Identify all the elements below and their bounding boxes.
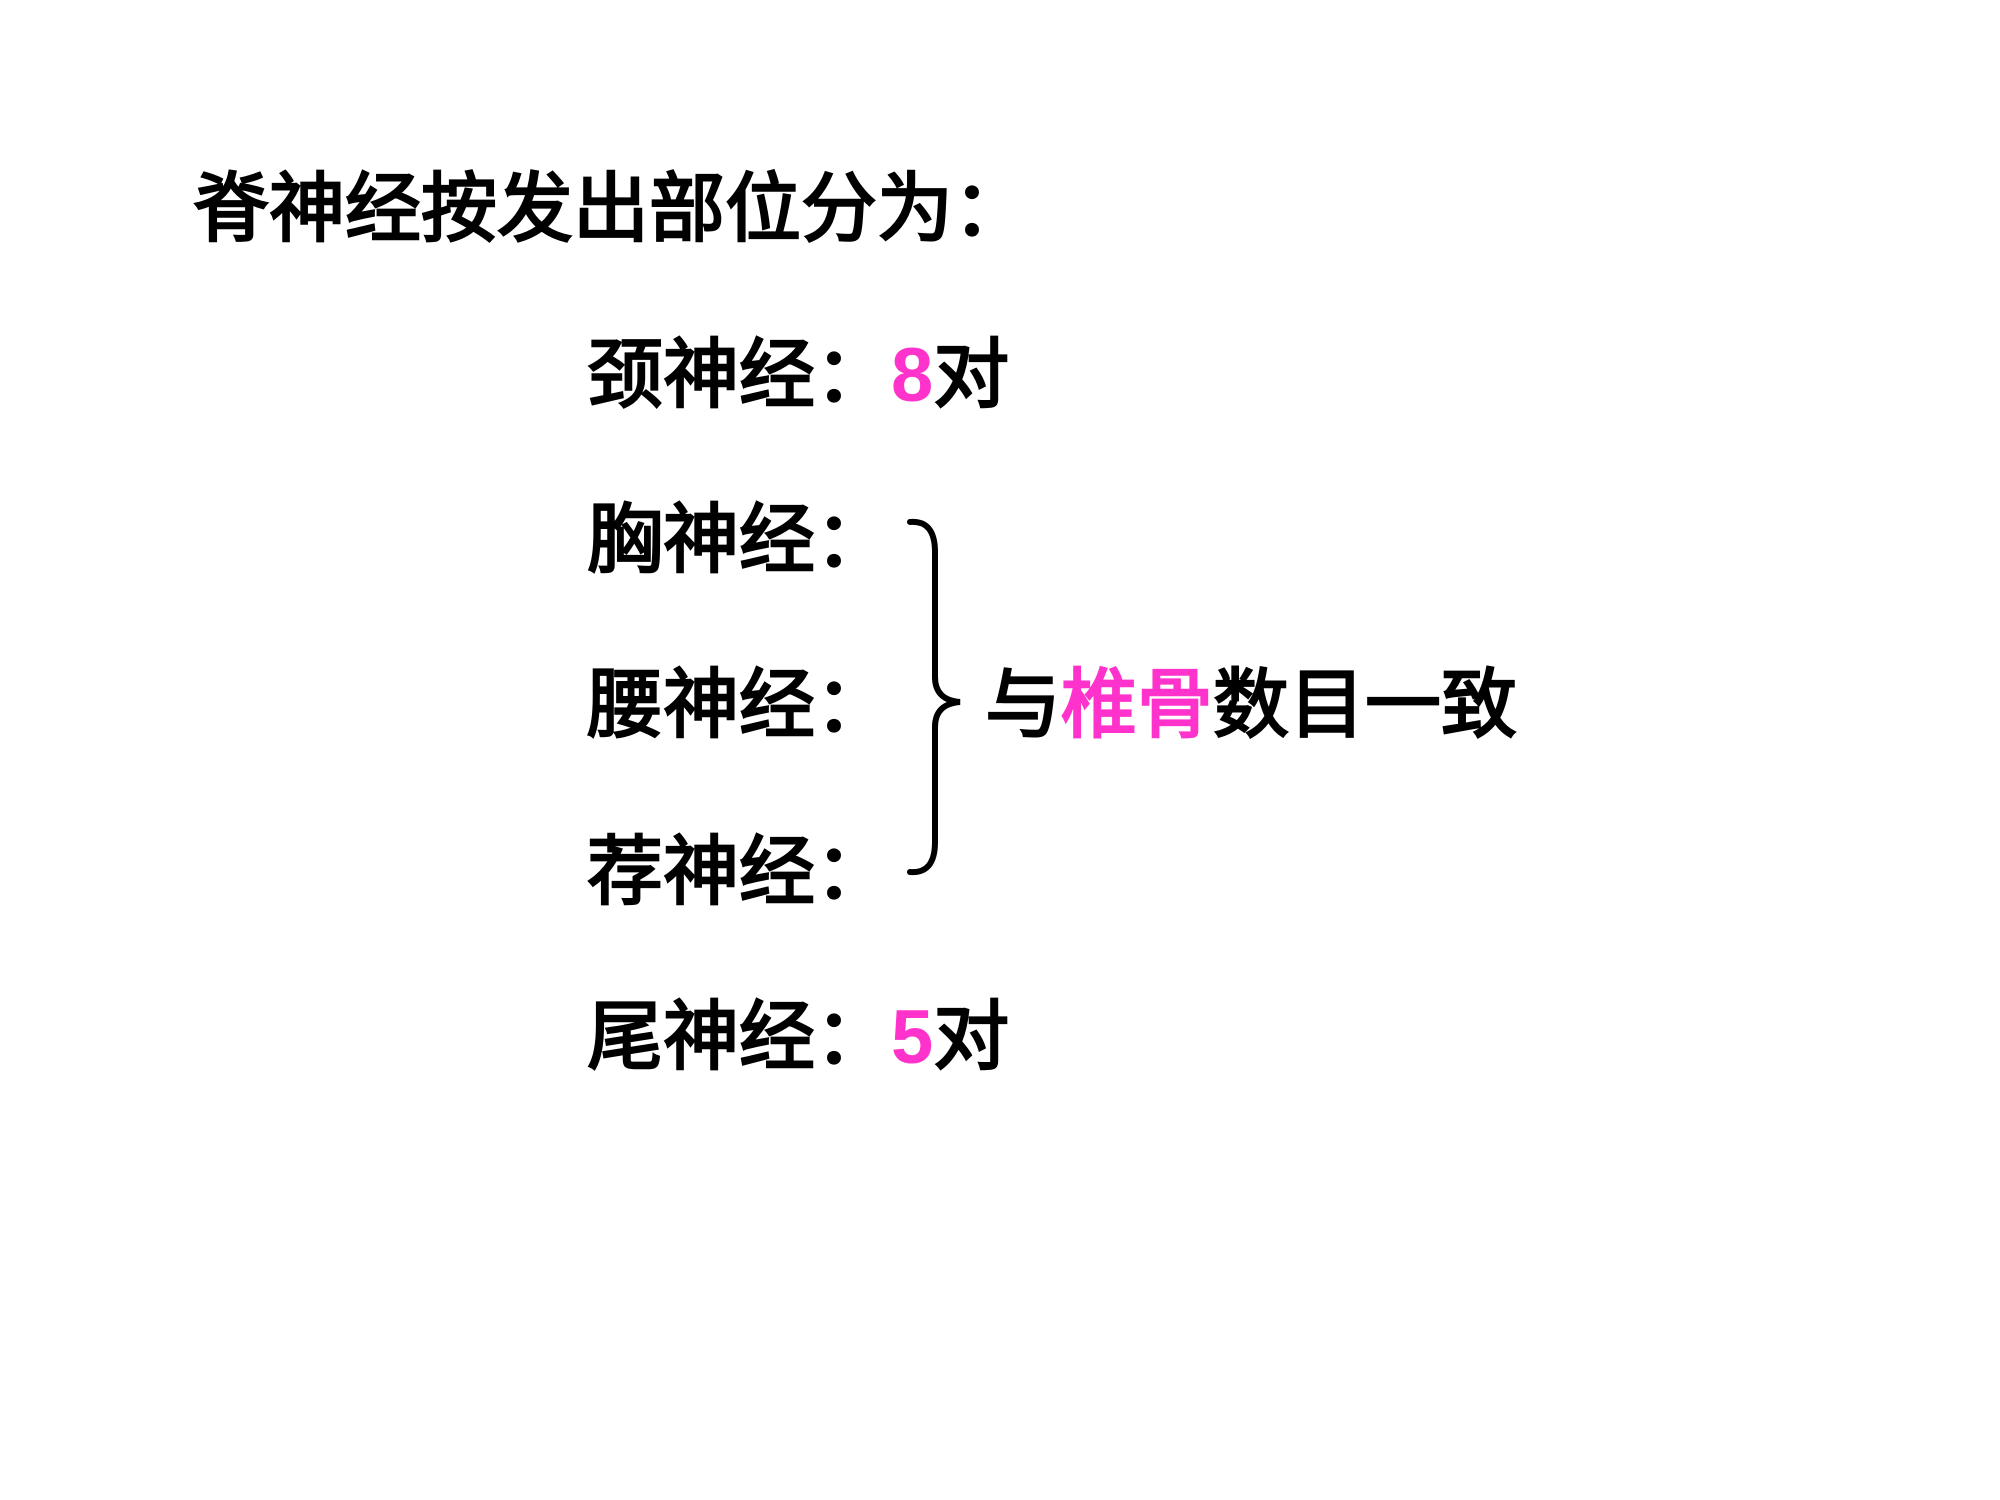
slide-title: 脊神经按发出部位分为： bbox=[193, 167, 1029, 252]
note-suffix: 数目一致 bbox=[1213, 663, 1517, 748]
brace-note: 与椎骨数目一致 bbox=[985, 668, 1517, 744]
row-unit: 对 bbox=[933, 995, 1010, 1080]
note-prefix: 与 bbox=[985, 663, 1061, 748]
row-label: 胸神经： bbox=[587, 498, 891, 583]
row-count: 8 bbox=[891, 333, 934, 418]
row-caudal: 尾神经：5对 bbox=[587, 1000, 1009, 1076]
row-sacral: 荐神经： bbox=[587, 835, 891, 911]
row-label: 尾神经： bbox=[587, 995, 891, 1080]
note-highlight: 椎骨 bbox=[1061, 663, 1213, 748]
row-label: 颈神经： bbox=[587, 333, 891, 418]
row-thoracic: 胸神经： bbox=[587, 503, 891, 579]
row-label: 荐神经： bbox=[587, 830, 891, 915]
row-cervical: 颈神经：8对 bbox=[587, 338, 1009, 414]
row-unit: 对 bbox=[933, 333, 1010, 418]
right-brace-icon bbox=[907, 518, 961, 876]
row-label: 腰神经： bbox=[587, 663, 891, 748]
row-count: 5 bbox=[891, 995, 934, 1080]
row-lumbar: 腰神经： bbox=[587, 668, 891, 744]
